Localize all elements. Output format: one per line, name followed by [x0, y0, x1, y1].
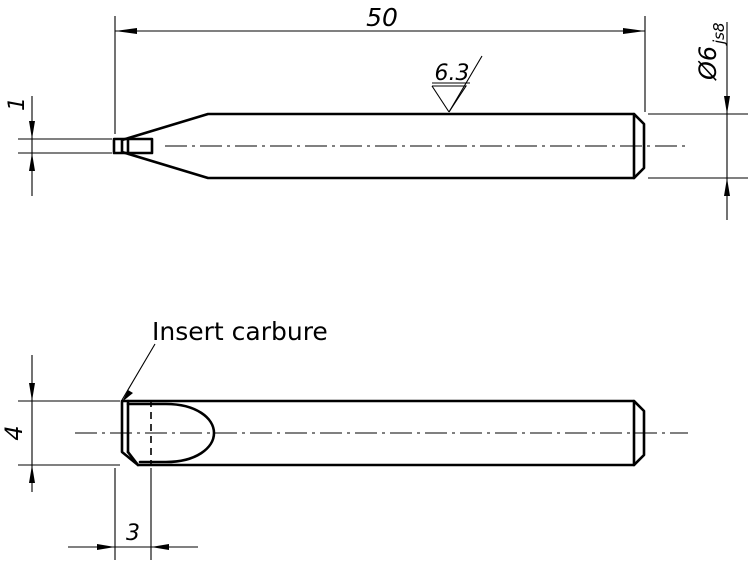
diameter-value: Ø6: [694, 46, 722, 81]
insert-leader-line: [121, 343, 156, 401]
tip-width-value: 1: [5, 97, 30, 111]
length-value: 50: [366, 3, 398, 32]
insert-relief-curve: [126, 402, 216, 464]
bottom-body-outline: [120, 399, 646, 467]
diameter-tolerance: js8: [710, 22, 728, 46]
top-carbide-tip: [112, 137, 154, 155]
dimension-insert-height: 4: [0, 355, 120, 492]
insert-label: Insert carbure: [121, 317, 328, 402]
height-arrow-top: [29, 383, 35, 401]
ilength-arrow-right: [151, 544, 169, 550]
insert-leader-arrow: [122, 390, 133, 402]
diameter-arrow-bottom: [724, 178, 730, 196]
dimension-diameter: Ø6 js8: [648, 22, 748, 220]
length-arrow-right: [623, 28, 645, 34]
dimension-insert-length: 3: [68, 468, 198, 560]
insert-label-text: Insert carbure: [152, 317, 328, 346]
ilength-value: 3: [126, 521, 140, 546]
height-value: 4: [0, 425, 28, 440]
insert-corner: [126, 450, 140, 467]
roughness-value: 6.3: [435, 61, 470, 86]
roughness-triangle-left: [432, 85, 468, 113]
tip-arrow-top: [29, 121, 35, 139]
height-arrow-bottom: [29, 465, 35, 483]
roughness-extension: [448, 55, 483, 113]
top-view: [112, 112, 688, 180]
dimension-tip-width: 1: [5, 96, 112, 196]
diameter-arrow-top: [724, 96, 730, 114]
length-arrow-left: [115, 28, 137, 34]
bottom-view: [75, 399, 688, 467]
roughness-triangle-side: [431, 85, 450, 113]
tip-arrow-bottom: [29, 153, 35, 171]
surface-finish-symbol: 6.3: [431, 55, 483, 113]
ilength-arrow-left: [97, 544, 115, 550]
dimension-length: 50: [114, 3, 646, 134]
